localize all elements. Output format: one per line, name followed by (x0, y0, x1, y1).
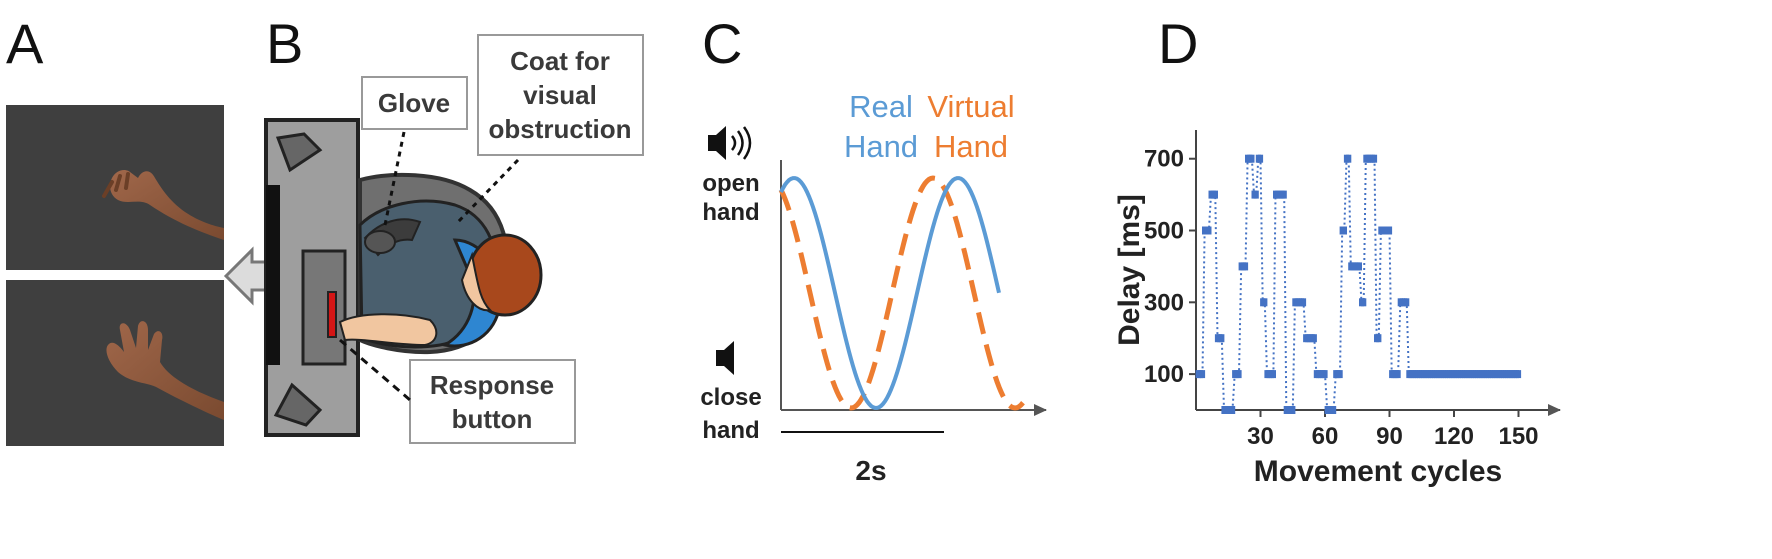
delay-point (1230, 406, 1236, 414)
virtual-hand-curve (778, 175, 1025, 411)
delay-series (1195, 154, 1522, 414)
close-hand-label-line2: hand (702, 417, 759, 444)
button-label-line1: Response (430, 370, 554, 400)
delay-point (1281, 190, 1287, 199)
panel-a-images (6, 105, 224, 446)
button-leader (339, 338, 411, 402)
panel-letter-c: C (702, 12, 743, 75)
virtual-hand-label-line2: Hand (934, 129, 1008, 164)
d-y-axis-label: Delay [ms] (1113, 194, 1146, 346)
button-label-box (409, 359, 576, 444)
virtual-hand-label-line1: Virtual (927, 89, 1014, 124)
real-hand-label-line2: Hand (844, 129, 918, 164)
glove-leader (382, 131, 406, 231)
speaker-loud-icon (708, 126, 752, 160)
delay-point (1404, 298, 1410, 307)
open-hand-label-line1: open (702, 170, 759, 197)
delay-point (1346, 154, 1352, 163)
right-arm (338, 313, 438, 347)
delay-point (1331, 406, 1337, 414)
delay-point (1242, 262, 1249, 271)
panel-c: open hand close hand Real Hand Virtual H… (700, 89, 1047, 486)
delay-point (1253, 190, 1259, 199)
delay-point (1206, 226, 1212, 235)
panel-letter-a: A (6, 12, 44, 75)
delay-point (1262, 298, 1268, 307)
delay-point (1257, 154, 1264, 163)
delay-point (1356, 262, 1362, 271)
button-label-line2: button (452, 404, 533, 434)
response-button (327, 291, 337, 338)
y-tick-label: 100 (1144, 361, 1184, 388)
coat-label-line3: obstruction (489, 114, 632, 144)
delay-point (1212, 190, 1218, 199)
hand-illustration-top (102, 170, 224, 240)
delay-point (1311, 334, 1317, 343)
delay-point (1515, 370, 1522, 379)
delay-point (1371, 154, 1378, 163)
delay-point (1337, 370, 1343, 379)
delay-point (1249, 154, 1255, 163)
panel-letter-d: D (1158, 12, 1199, 75)
table-marker-bottom (273, 382, 323, 427)
face (460, 251, 493, 312)
real-hand-label-line1: Real (849, 89, 913, 124)
panel-letter-b: B (266, 12, 304, 75)
x-tick-label: 120 (1434, 423, 1474, 450)
delay-point (1219, 334, 1225, 343)
y-tick-label: 300 (1144, 289, 1184, 316)
x-tick-label: 90 (1376, 423, 1403, 450)
delay-point (1395, 370, 1401, 379)
delay-point (1199, 370, 1206, 379)
delay-point (1322, 370, 1328, 379)
table-marker-top (275, 132, 323, 173)
close-hand-label-line1: close (700, 384, 761, 411)
y-tick-label: 700 (1144, 146, 1184, 173)
button-box (301, 249, 347, 366)
glove-hand (364, 230, 396, 254)
coat-leader (456, 158, 520, 224)
delay-point (1361, 298, 1367, 307)
x-tick-label: 60 (1312, 423, 1339, 450)
glove-label: Glove (378, 88, 450, 118)
delay-point (1290, 406, 1296, 414)
screen-edge (266, 185, 280, 365)
delay-point (1376, 334, 1382, 343)
delay-point (1300, 298, 1307, 307)
panel-b-setup: Glove Coat for visual obstruction Respon… (264, 34, 644, 444)
d-axes: 100 300 500 700 30 60 90 120 150 (1144, 130, 1561, 450)
coat-label-box (477, 34, 644, 156)
speaker-soft-icon (716, 341, 734, 375)
x-tick-label: 30 (1247, 423, 1274, 450)
delay-point (1270, 370, 1276, 379)
coat-label-line2: visual (523, 80, 597, 110)
open-hand-label-line2: hand (702, 199, 759, 226)
delay-point (1386, 226, 1393, 235)
panel-d-chart: 100 300 500 700 30 60 90 120 150 Movement cycles… (1113, 130, 1561, 488)
delay-point (1236, 370, 1242, 379)
glove-label-box (361, 76, 468, 130)
x-tick-label: 150 (1498, 423, 1538, 450)
real-hand-curve (779, 176, 1001, 410)
d-x-axis-label: Movement cycles (1254, 455, 1502, 488)
coat-label-line1: Coat for (510, 46, 610, 76)
y-tick-label: 500 (1144, 218, 1184, 245)
delay-point (1341, 226, 1347, 235)
timescale-label: 2s (855, 455, 886, 486)
hand-illustration-bottom (106, 321, 224, 420)
